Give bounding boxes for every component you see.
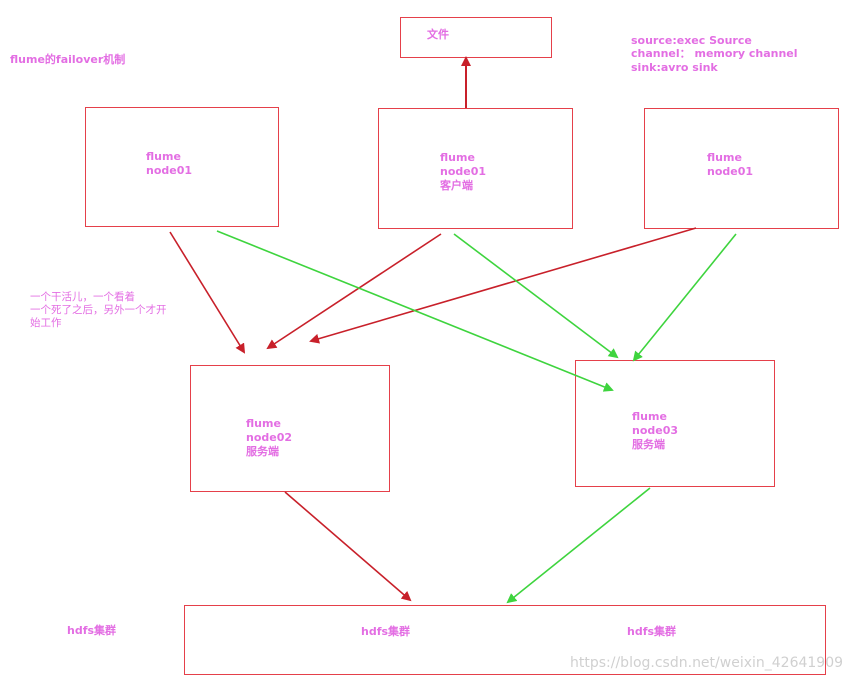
note-line3: 始工作 [30,317,62,329]
arrow-node03-to-hdfs [506,487,651,604]
config-sink-text: sink:avro sink [631,61,718,74]
failover-note: 一个干活儿，一个看着 一个死了之后，另外一个才开 始工作 [30,291,190,330]
server02-line2: node02 [246,431,293,444]
arrow-center-to-node03 [453,233,619,359]
client-center-line2: node01 [440,165,487,178]
client-node-left: flume node01 [85,107,279,227]
server-node03: flume node03 服务端 [575,360,775,487]
hdfs-label-b: hdfs集群 [627,625,677,638]
server02-line1: flume [246,417,281,430]
watermark-text: https://blog.csdn.net/weixin_42641909 [570,655,844,671]
client-center-line1: flume [440,151,475,164]
note-line2: 一个死了之后，另外一个才开 [30,304,167,316]
diagram-title: flume的failover机制 [10,53,126,66]
config-channel-text: channel： memory channel [631,47,798,60]
server-node02: flume node02 服务端 [190,365,390,492]
client-center-line3: 客户端 [440,179,473,192]
client-right-line1: flume [707,151,742,164]
client-right-line2: node01 [707,165,754,178]
file-box-label: 文件 [427,28,449,41]
server02-line3: 服务端 [246,445,279,458]
client-node-right: flume node01 [644,108,839,229]
arrow-node02-to-hdfs [284,491,412,602]
hdfs-cluster-box: hdfs集群 hdfs集群 [184,605,826,675]
config-source-text: source:exec Source [631,34,752,47]
arrow-left-to-node02 [169,231,246,354]
arrow-center-to-node02 [266,233,442,350]
hdfs-label-a: hdfs集群 [361,625,411,638]
server03-line1: flume [632,410,667,423]
client-left-line2: node01 [146,164,193,177]
arrow-right-to-node02 [309,227,697,344]
server03-line3: 服务端 [632,438,665,451]
hdfs-outside-label: hdfs集群 [67,624,117,637]
arrow-right-to-node03 [632,233,737,362]
arrow-left-to-node03 [216,230,614,392]
client-left-line1: flume [146,150,181,163]
server03-line2: node03 [632,424,679,437]
file-box: 文件 [400,17,552,58]
note-line1: 一个干活儿，一个看着 [30,291,135,303]
client-node-center: flume node01 客户端 [378,108,573,229]
